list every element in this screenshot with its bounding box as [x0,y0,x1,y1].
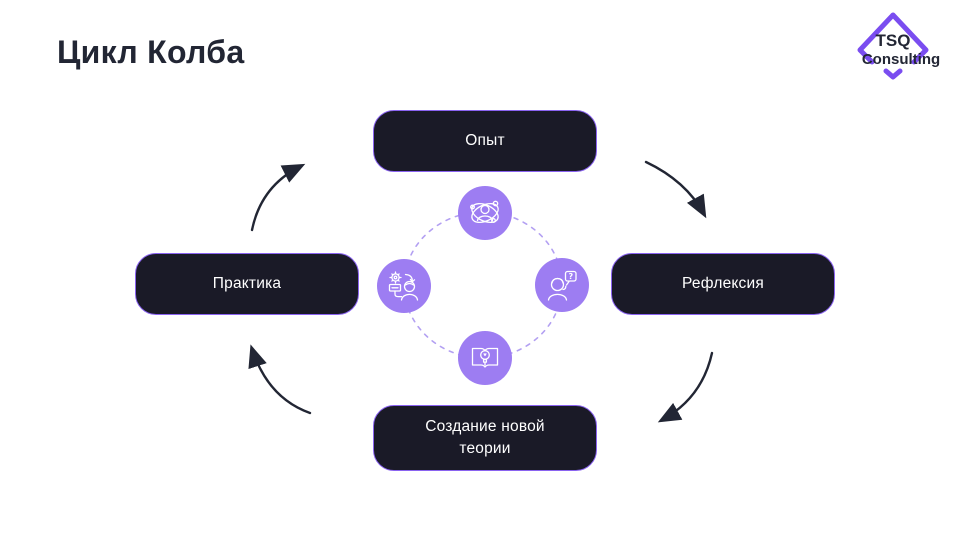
stage-theory-label: Создание новой теории [425,418,545,457]
tsq-consulting-logo: TSQ Consulting [857,12,940,80]
arrow-reflection-to-theory [657,351,714,423]
logo-text-tsq: TSQ [876,31,911,50]
arrow-theory-to-practice [248,344,312,415]
stage-reflection: Рефлексия [611,253,835,315]
logo-diamond-icon [857,12,929,80]
stage-practice-label: Практика [212,275,282,292]
arrow-practice-to-experience [250,163,306,232]
stage-practice: Практика [135,253,359,315]
person-gear-arrow-icon [377,259,431,313]
stage-experience: Опыт [373,110,597,172]
logo-text-consulting: Consulting [862,51,940,68]
stage-reflection-label: Рефлексия [682,275,764,292]
book-lightbulb-icon [458,331,512,385]
stage-theory: Создание новой теории [373,405,597,471]
question-mark: ? [568,272,573,281]
arrow-experience-to-reflection [644,160,707,219]
thinking-question-icon: ? [535,258,589,312]
person-orbits-icon [458,186,512,240]
stage-experience-label: Опыт [465,132,505,149]
page-title: Цикл Колба [57,34,245,70]
